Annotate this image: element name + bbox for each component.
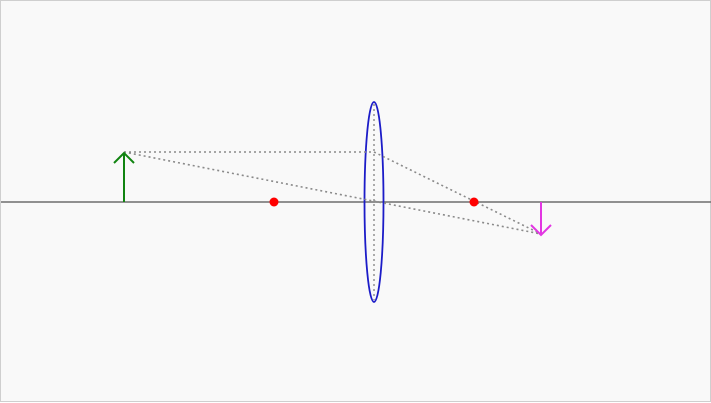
- parallel-ray: [124, 151, 542, 235]
- object-arrow-icon: [113, 151, 135, 202]
- focal-point-left-icon: [269, 197, 279, 207]
- lens-icon: [363, 101, 385, 303]
- focal-point-right-icon: [469, 197, 479, 207]
- image-arrow-icon: [530, 202, 552, 237]
- central-ray: [123, 151, 542, 235]
